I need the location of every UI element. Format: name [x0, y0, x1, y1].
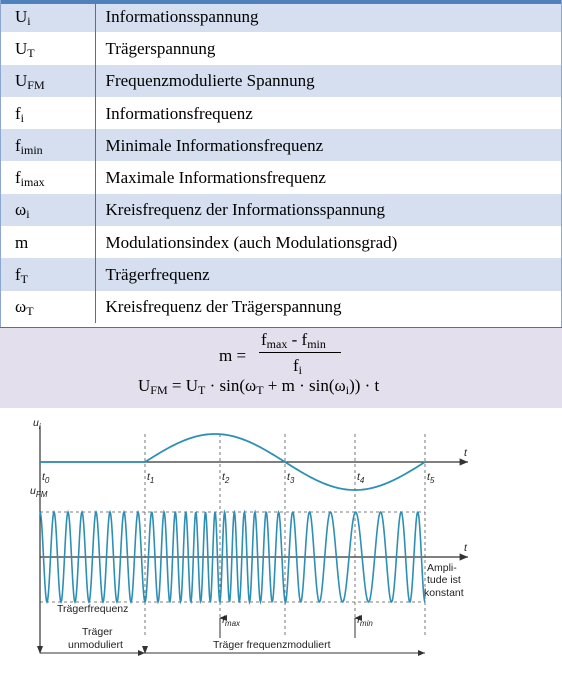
symbol-cell: UFM: [0, 64, 96, 97]
t-axis-label-bottom: t: [464, 542, 468, 554]
amplitude-note-line3: konstant: [424, 587, 464, 599]
symbol-cell: fimax: [0, 161, 96, 194]
formula-lhs: m =: [219, 346, 247, 365]
diagram-dashed-guides: [40, 434, 426, 638]
table-top-border: [0, 0, 562, 4]
time-mark-t0: t0: [42, 471, 50, 485]
information-signal-wave: [40, 433, 426, 491]
symbol-cell: ωi: [0, 193, 96, 227]
description-cell: Maximale Informationsfrequenz: [95, 161, 562, 194]
time-mark-t1: t1: [147, 471, 154, 485]
time-mark-t5: t5: [427, 471, 435, 485]
description-cell: Informationsspannung: [95, 0, 562, 33]
t-axis-label-top: t: [464, 447, 468, 459]
carrier-frequency-label: Trägerfrequenz: [57, 603, 128, 615]
fraction-denominator: fi: [293, 356, 303, 377]
symbol-cell: m: [0, 226, 96, 259]
unmodulated-label-line1: Träger: [82, 626, 113, 638]
description-cell: Modulationsindex (auch Modulationsgrad): [95, 226, 562, 259]
time-mark-t3: t3: [287, 471, 295, 485]
symbol-cell: fT: [0, 258, 96, 291]
ui-axis-label: ui: [33, 417, 41, 431]
fraction-numerator: fmax - fmin: [261, 330, 326, 351]
time-mark-t2: t2: [222, 471, 230, 485]
description-cell: Kreisfrequenz der Informationsspannung: [95, 193, 562, 227]
fraction-bar: [259, 352, 341, 354]
ufm-axis-label: uFM: [30, 485, 48, 499]
amplitude-note-line1: Ampli-: [427, 562, 457, 574]
symbol-cell: ωT: [0, 290, 96, 323]
time-mark-t4: t4: [357, 471, 365, 485]
fmax-label: fmax: [222, 614, 241, 628]
fm-carrier-wave: [39, 509, 426, 606]
description-cell: Frequenzmodulierte Spannung: [95, 64, 562, 97]
fm-signal-diagram: ui uFM t t t0 t1 t2 t3 t4 t5 fmax fmin Träger…: [30, 417, 468, 656]
unmodulated-label-line2: unmoduliert: [68, 639, 123, 651]
symbol-cell: fimin: [0, 129, 96, 162]
symbol-cell: fi: [0, 96, 96, 130]
description-cell: Trägerspannung: [95, 32, 562, 65]
description-cell: Minimale Informationsfrequenz: [95, 129, 562, 162]
description-cell: Kreisfrequenz der Trägerspannung: [95, 290, 562, 323]
fm-voltage-formula: UFM = UT · sin(ωT + m · sin(ωi)) · t: [138, 376, 380, 397]
symbol-cell: UT: [0, 32, 96, 65]
time-marks: t0 t1 t2 t3 t4 t5: [42, 471, 435, 485]
description-cell: Trägerfrequenz: [95, 258, 562, 291]
modulated-label: Träger frequenzmoduliert: [213, 639, 331, 651]
amplitude-note-line2: tude ist: [427, 574, 461, 586]
table-left-border: [0, 0, 1, 408]
symbol-cell: Ui: [0, 0, 96, 33]
description-cell: Informationsfrequenz: [95, 96, 562, 130]
formula-box: m = fmax - fmin fi UFM = UT · sin(ωT + m…: [0, 327, 562, 408]
fmin-label: fmin: [357, 614, 373, 628]
